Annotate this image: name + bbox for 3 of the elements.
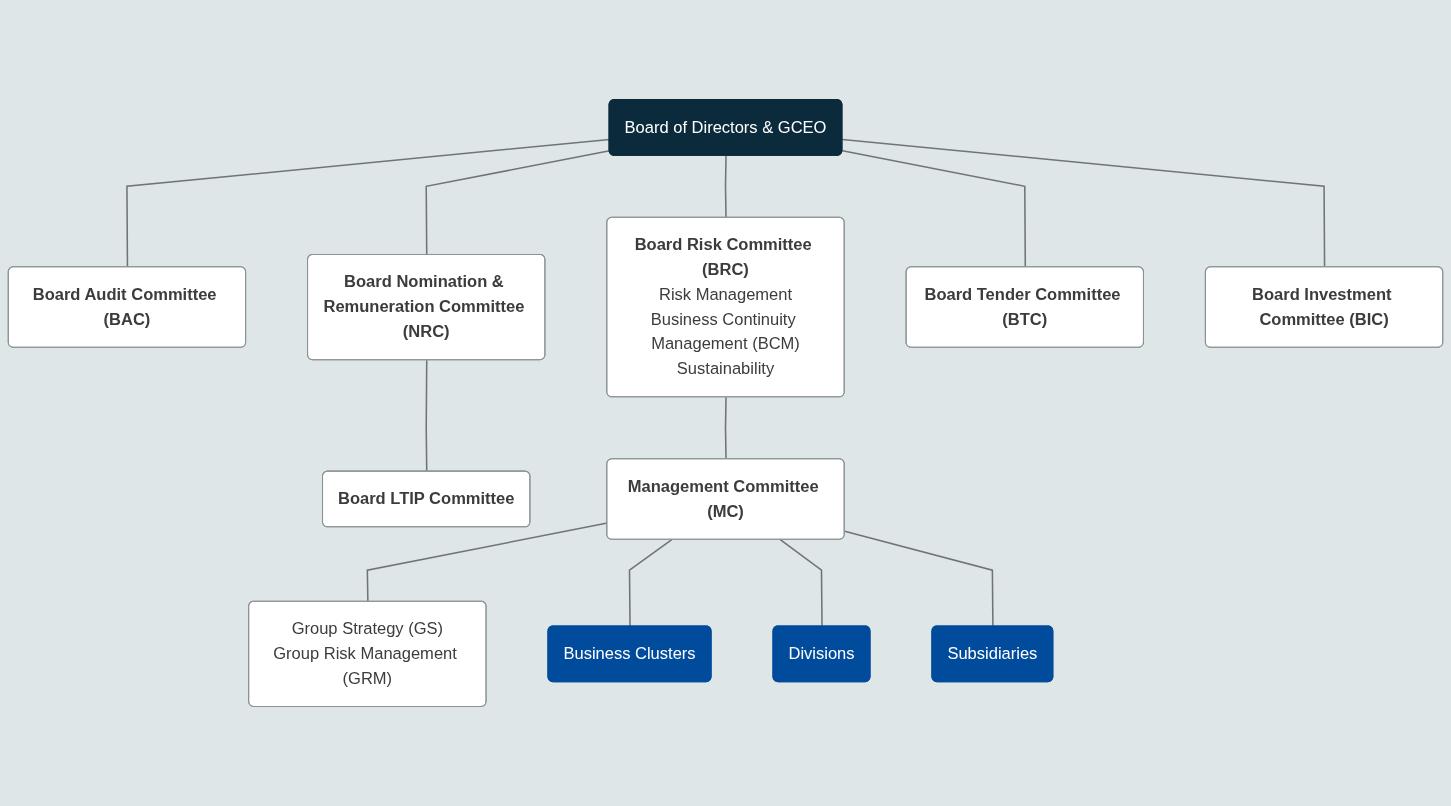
connector bbox=[724, 155, 727, 219]
connector bbox=[724, 396, 727, 460]
connector bbox=[425, 359, 428, 473]
